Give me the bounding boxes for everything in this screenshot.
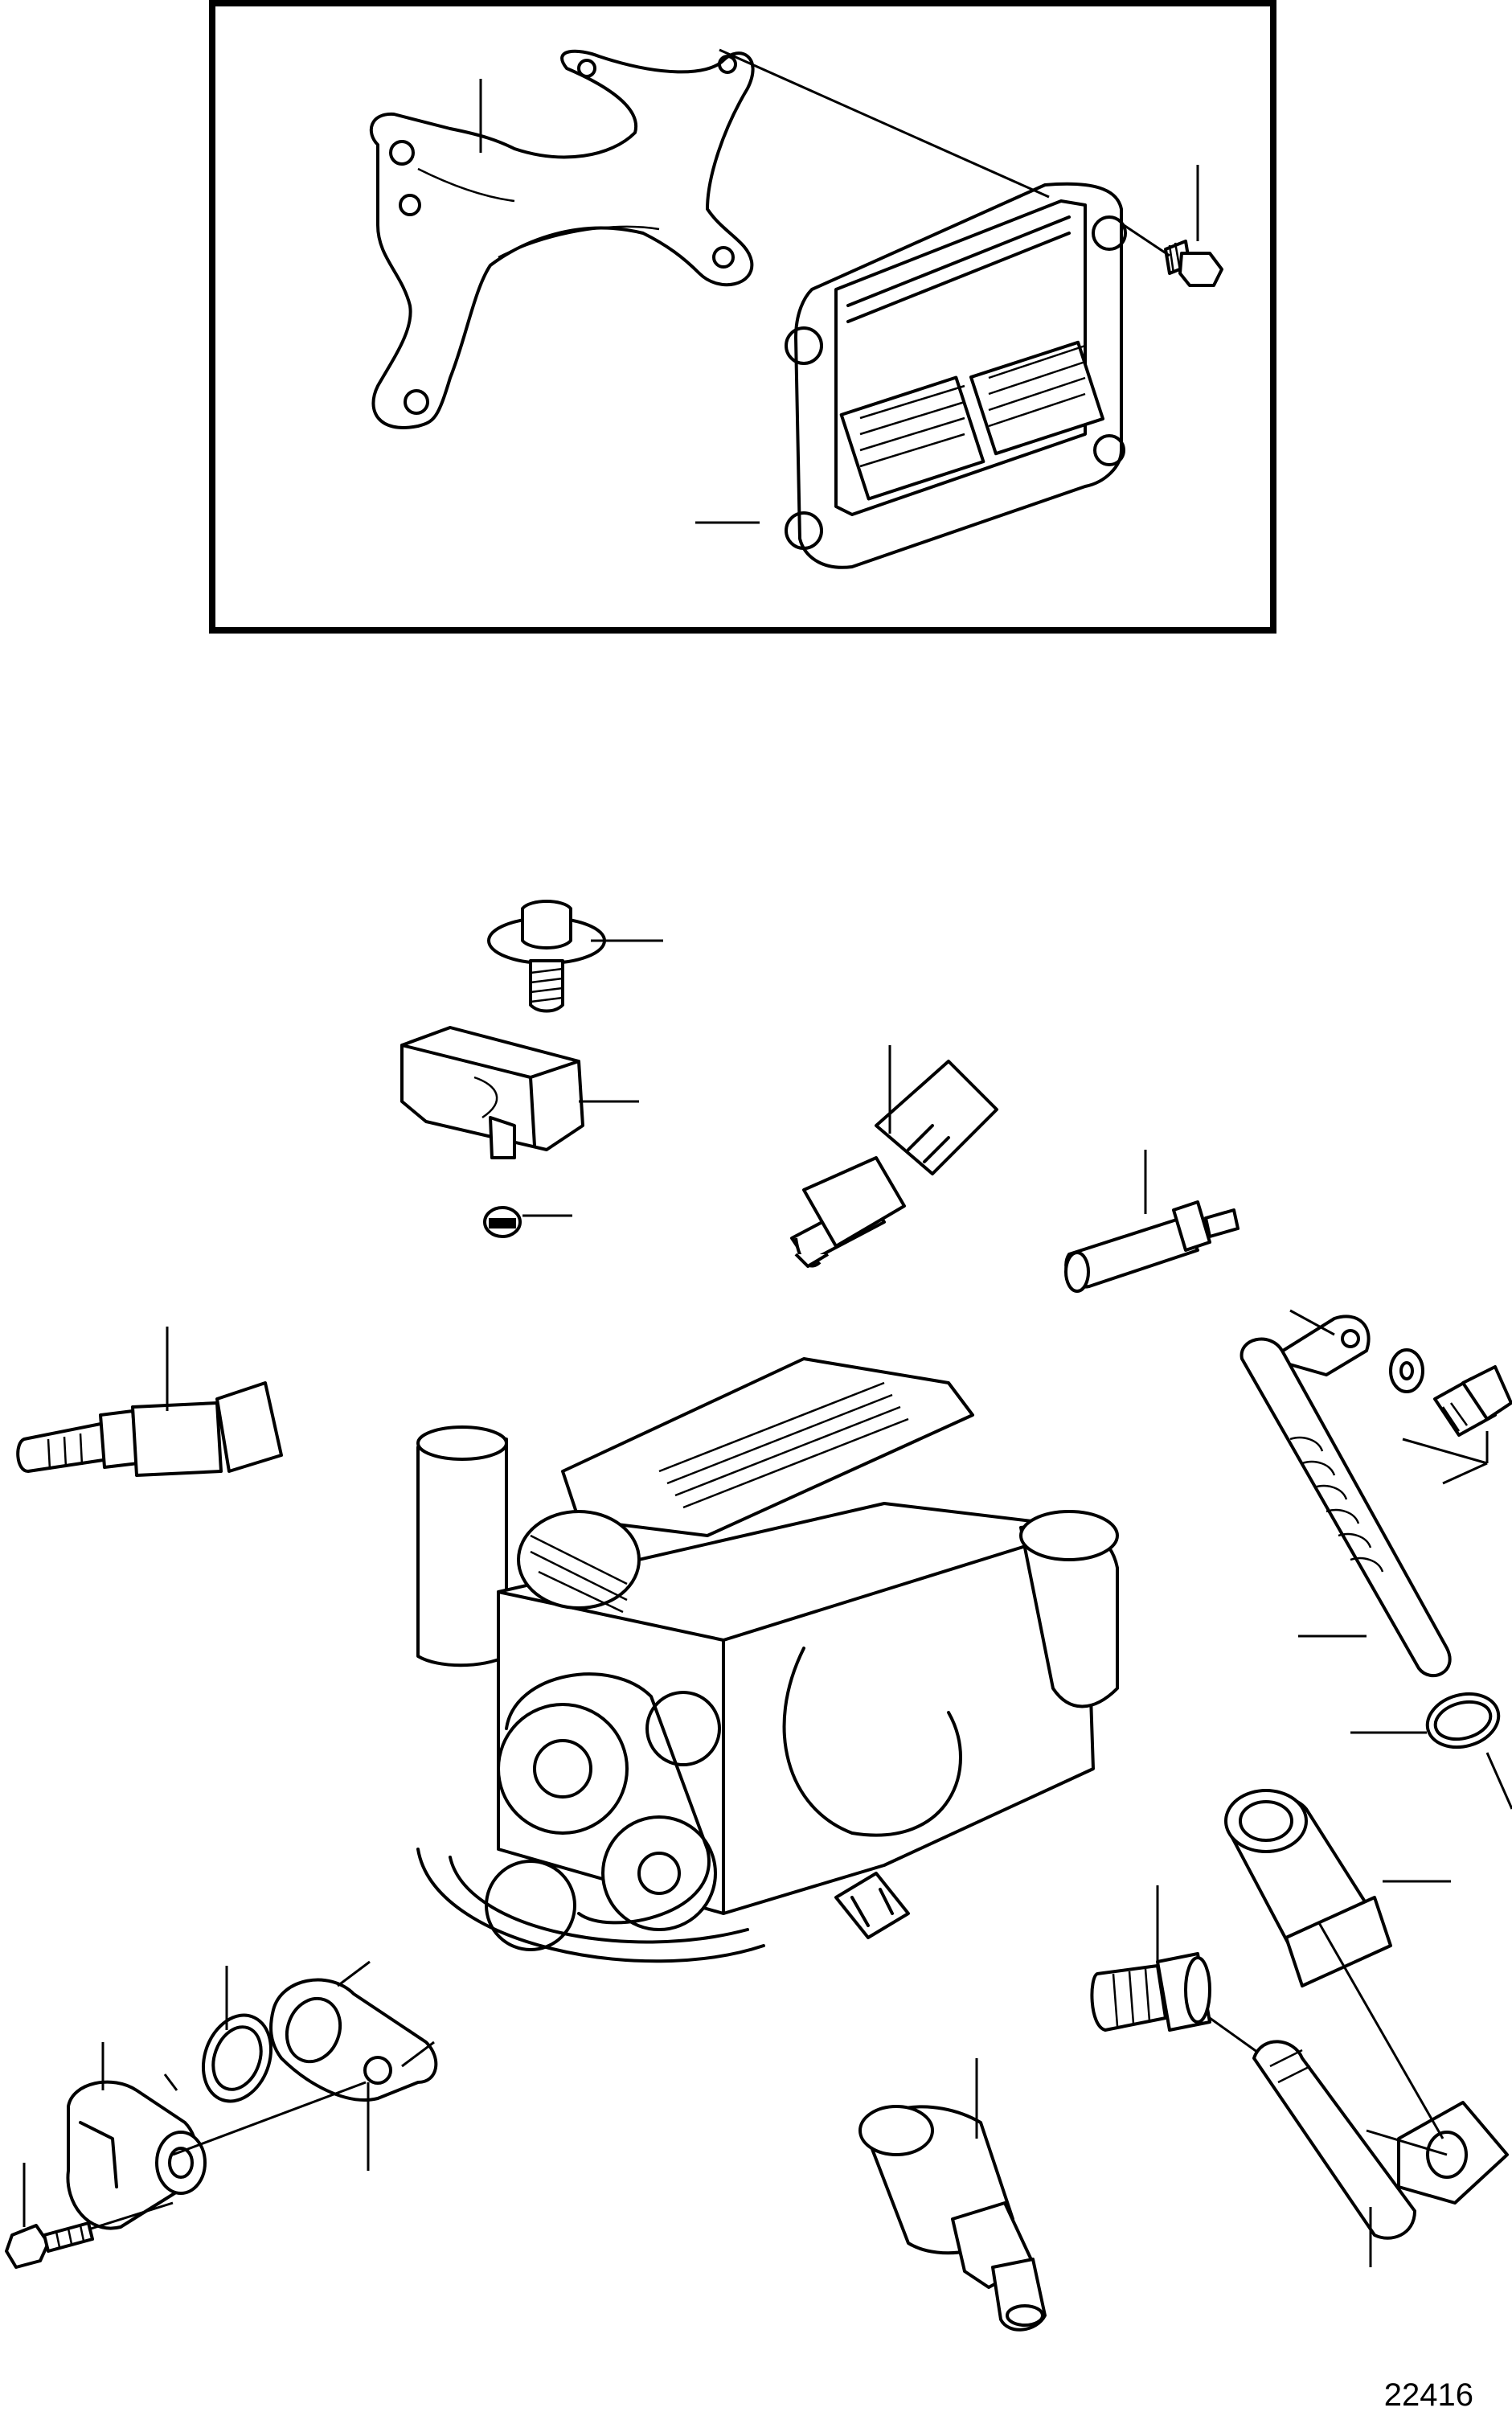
temperature-sender-small <box>1064 1200 1240 1293</box>
figure-number: 22416 <box>1383 2377 1473 2413</box>
map-sensor <box>400 1026 584 1159</box>
temperature-sensor-large <box>790 1060 998 1268</box>
camshaft-sensor <box>66 2080 207 2230</box>
ecu-control-module <box>785 182 1127 569</box>
o-ring-left <box>201 2013 273 2103</box>
ecu-screw <box>1164 240 1223 287</box>
ecu-mounting-bracket <box>369 49 755 429</box>
adapter-nipple <box>1090 1952 1211 2032</box>
temperature-sensor-left <box>16 1381 283 1477</box>
knock-sensor-bracket <box>1268 1315 1371 1376</box>
oil-pressure-switch <box>858 2105 1047 2332</box>
o-ring-right <box>1425 1692 1501 1749</box>
map-sensor-screw <box>483 1206 522 1238</box>
banjo-fitting <box>1252 2040 1509 2240</box>
flange-bolt <box>487 900 606 1013</box>
engine-assembly <box>416 1357 1119 1963</box>
gasket <box>269 1978 438 2102</box>
oil-pressure-sensor <box>1224 1789 1392 1987</box>
washer <box>1389 1348 1424 1393</box>
ecu-detail-frame <box>209 0 1276 634</box>
bolt-right <box>1433 1365 1512 1437</box>
sensor-bolt <box>5 2221 94 2269</box>
knock-sensor-rod <box>1240 1337 1452 1678</box>
